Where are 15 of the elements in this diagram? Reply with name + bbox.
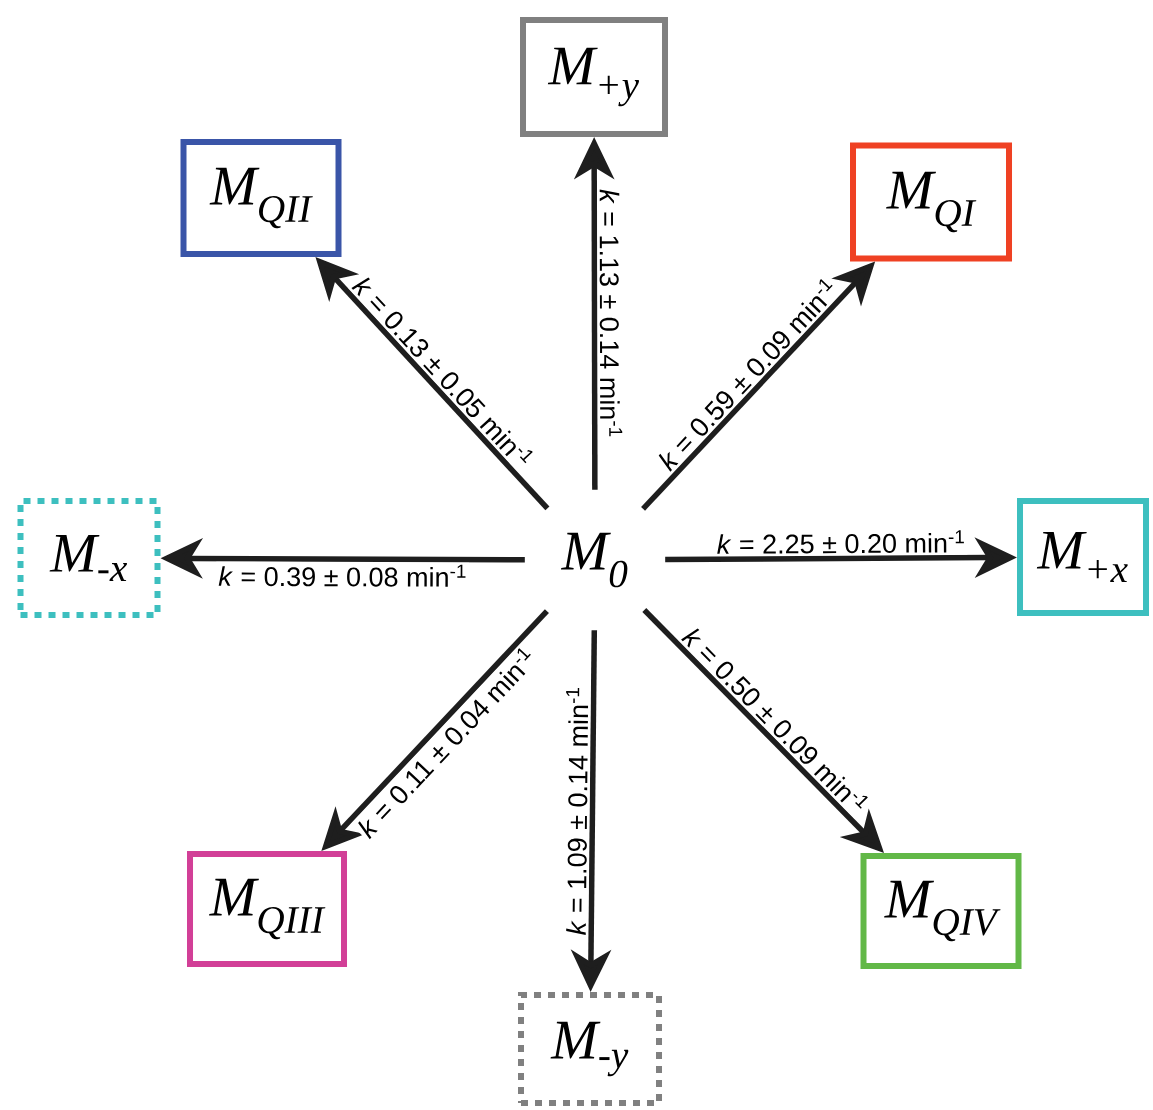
state-box: M$_{QIII}$ (187, 851, 347, 967)
edge-label: k = 0.50 ± 0.09 min$^{-1}$ (677, 620, 874, 820)
state-box: M$_{+x}$ (1017, 498, 1149, 616)
edge-label: k = 2.25 ± 0.20 min$^{-1}$ (714, 528, 968, 557)
state-box: M$_{QII}$ (180, 139, 342, 257)
state-label: M$_{0}$ (561, 532, 628, 588)
edge-label: k = 1.09 ± 0.14 min$^{-1}$ (561, 684, 591, 938)
state-box: M$_{+y}$ (520, 17, 668, 137)
edge-label: k = 1.13 ± 0.14 min$^{-1}$ (597, 187, 625, 440)
edge-label: k = 0.39 ± 0.08 min$^{-1}$ (216, 561, 469, 589)
state-box: M$_{QI}$ (850, 142, 1012, 262)
state-box: M$_{-y}$ (518, 992, 662, 1106)
state-box: M$_{-x}$ (17, 498, 161, 618)
edge-label: k = 0.59 ± 0.09 min$^{-1}$ (651, 272, 844, 476)
state-box: M$_{QIV}$ (860, 853, 1022, 969)
